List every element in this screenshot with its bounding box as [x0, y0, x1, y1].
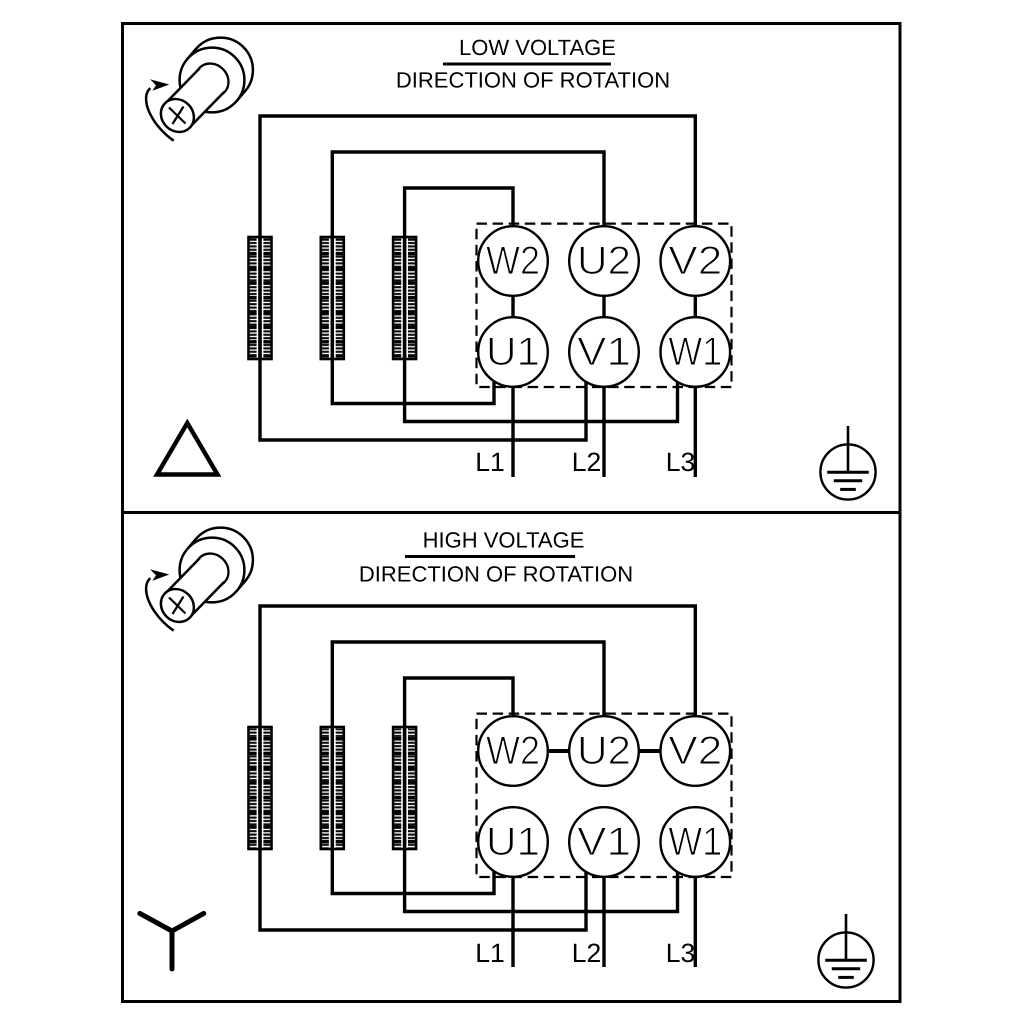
svg-text:U2: U2 [577, 729, 631, 773]
svg-text:L3: L3 [666, 447, 695, 477]
svg-text:L3: L3 [666, 938, 695, 968]
svg-text:V1: V1 [577, 330, 631, 374]
svg-text:DIRECTION OF ROTATION: DIRECTION OF ROTATION [396, 68, 670, 93]
svg-text:L1: L1 [475, 938, 504, 968]
svg-text:V2: V2 [668, 239, 722, 283]
svg-text:W1: W1 [668, 330, 722, 374]
svg-text:HIGH VOLTAGE: HIGH VOLTAGE [423, 528, 585, 553]
svg-text:U1: U1 [486, 820, 540, 864]
svg-text:V1: V1 [577, 820, 631, 864]
svg-text:L2: L2 [572, 447, 601, 477]
svg-text:L2: L2 [572, 938, 601, 968]
svg-text:W1: W1 [668, 820, 722, 864]
svg-text:V2: V2 [668, 729, 722, 773]
svg-text:L1: L1 [475, 447, 504, 477]
svg-text:W2: W2 [486, 729, 540, 773]
svg-text:U1: U1 [486, 330, 540, 374]
svg-text:DIRECTION OF ROTATION: DIRECTION OF ROTATION [359, 562, 633, 587]
svg-text:W2: W2 [486, 239, 540, 283]
svg-text:LOW VOLTAGE: LOW VOLTAGE [459, 35, 616, 60]
svg-text:U2: U2 [577, 239, 631, 283]
